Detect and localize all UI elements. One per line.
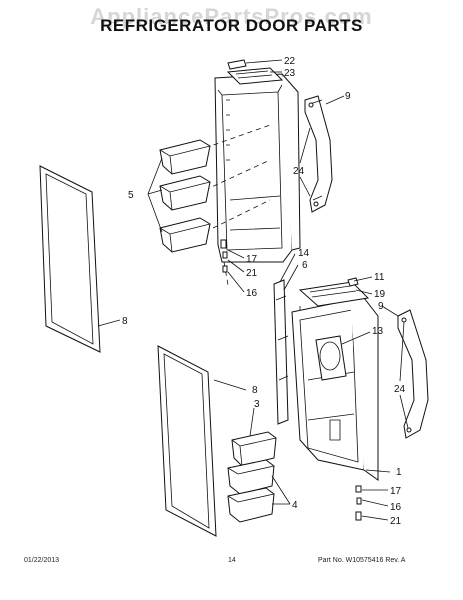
callout-11: 11 bbox=[374, 272, 385, 283]
callout-16-lower: 16 bbox=[390, 502, 402, 513]
door-bin-bottom bbox=[159, 217, 211, 253]
callout-3: 3 bbox=[254, 399, 260, 410]
dispenser-housing bbox=[315, 335, 347, 381]
lower-door-gasket bbox=[157, 345, 217, 537]
door-bin-middle bbox=[159, 175, 211, 211]
callout-14: 14 bbox=[298, 248, 310, 259]
lower-door-bin-3 bbox=[231, 431, 277, 467]
door-bin-top bbox=[159, 139, 211, 175]
lower-screws bbox=[355, 485, 362, 521]
callout-23: 23 bbox=[284, 68, 296, 79]
callout-5: 5 bbox=[128, 190, 134, 201]
lower-door-top-cap bbox=[298, 277, 370, 307]
callout-4: 4 bbox=[292, 500, 298, 511]
door-top-cap bbox=[226, 59, 284, 85]
callout-8-upper: 8 bbox=[122, 316, 128, 327]
callout-1: 1 bbox=[396, 467, 402, 478]
callout-17-upper: 17 bbox=[246, 254, 258, 265]
upper-door-liner bbox=[214, 73, 301, 263]
callout-8-lower: 8 bbox=[252, 385, 258, 396]
door-strip bbox=[273, 279, 289, 425]
callout-22: 22 bbox=[284, 56, 296, 67]
callout-labels: 22 23 9 24 5 17 21 16 14 6 11 19 9 13 8 … bbox=[122, 56, 406, 527]
upper-door-gasket bbox=[39, 165, 101, 353]
lower-door-bin-4b bbox=[227, 487, 275, 523]
footer-date: 01/22/2013 bbox=[24, 557, 60, 564]
footer-page-number: 14 bbox=[228, 557, 236, 564]
callout-16-upper: 16 bbox=[246, 288, 258, 299]
page-title: REFRIGERATOR DOOR PARTS bbox=[100, 16, 363, 35]
lower-door-liner bbox=[291, 297, 379, 481]
lower-door-handle bbox=[397, 309, 429, 439]
callout-6: 6 bbox=[302, 260, 308, 271]
footer-part-number: Part No. W10575416 Rev. A bbox=[318, 557, 406, 564]
watermark: AppliancePartsPros.com bbox=[90, 4, 373, 29]
callout-17-lower: 17 bbox=[390, 486, 402, 497]
lower-door-bin-4a bbox=[227, 459, 275, 495]
callout-19: 19 bbox=[374, 289, 386, 300]
callout-9-lower: 9 bbox=[378, 301, 384, 312]
upper-door-handle bbox=[304, 95, 333, 213]
callout-13: 13 bbox=[372, 326, 384, 337]
leader-lines bbox=[97, 59, 409, 521]
callout-24-lower: 24 bbox=[394, 384, 406, 395]
callout-21-lower: 21 bbox=[390, 516, 402, 527]
upper-screws bbox=[220, 239, 228, 273]
callout-9-upper: 9 bbox=[345, 91, 351, 102]
callout-24-upper: 24 bbox=[293, 166, 305, 177]
callout-21-upper: 21 bbox=[246, 268, 258, 279]
